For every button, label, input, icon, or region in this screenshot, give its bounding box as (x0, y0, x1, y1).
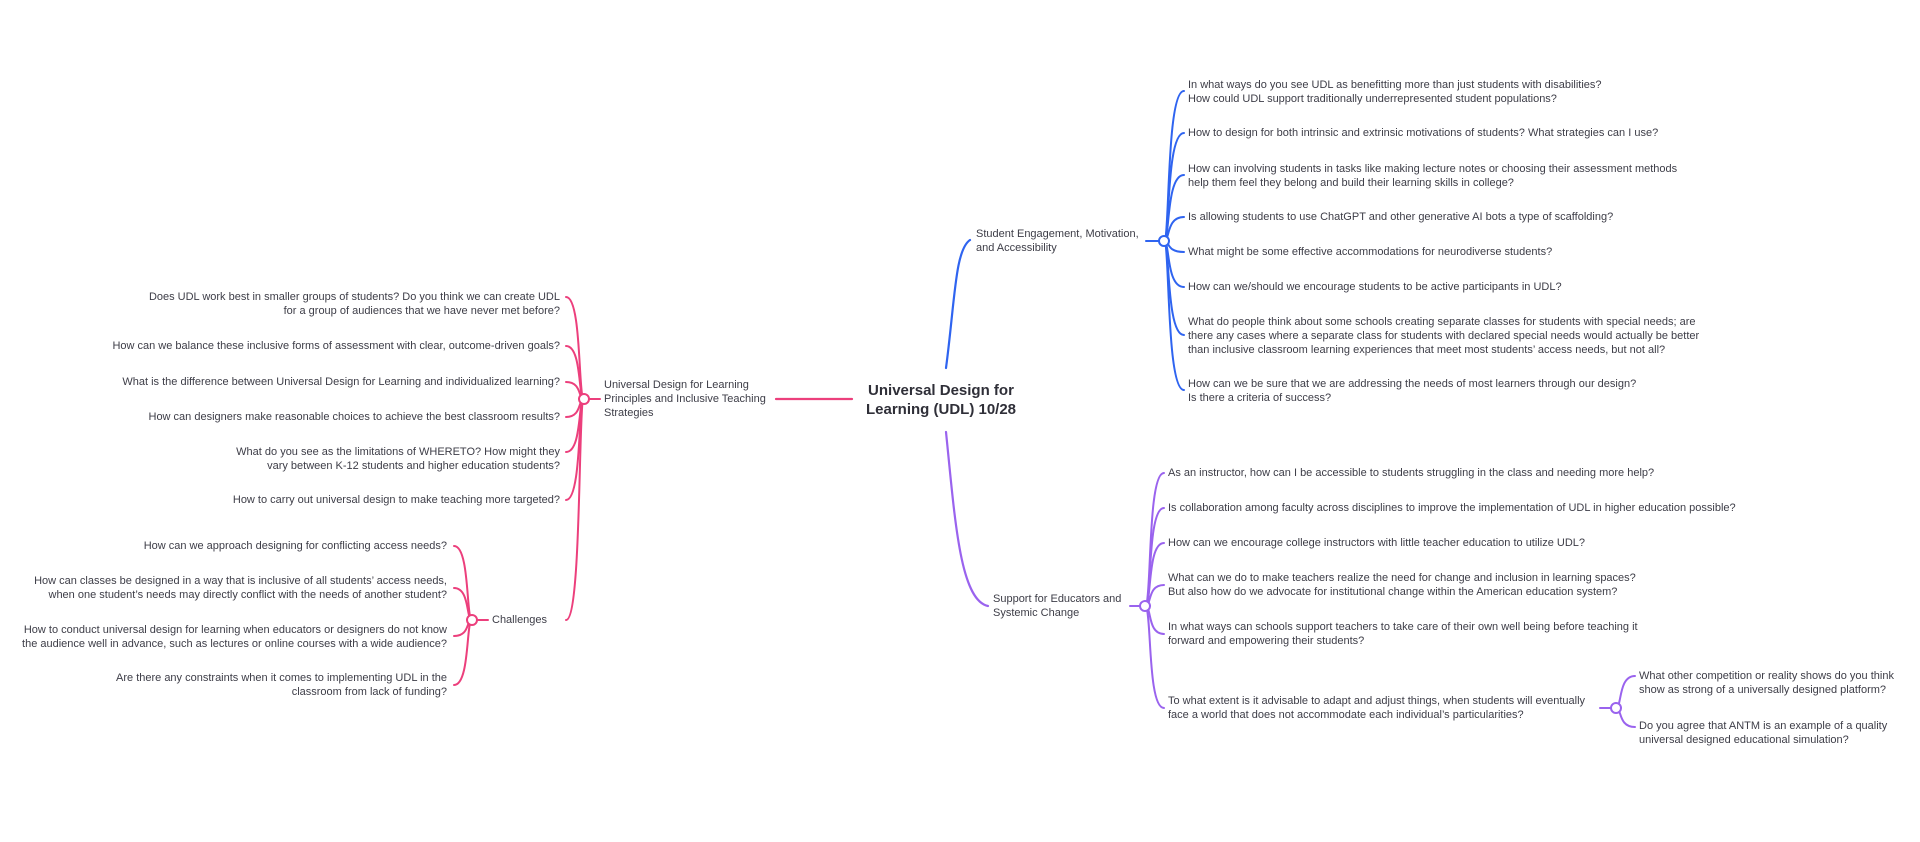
topic-line: How to design for both intrinsic and ext… (1188, 127, 1659, 139)
connector-educators-child (1144, 605, 1165, 709)
topic-student-engagement-4[interactable]: Is allowing students to use ChatGPT and … (1188, 210, 1613, 224)
topic-student-engagement-6[interactable]: How can we/should we encourage students … (1188, 280, 1562, 294)
topic-line: How can we approach designing for confli… (143, 540, 447, 552)
topic-line: But also how do we advocate for institut… (1168, 586, 1618, 598)
topic-line: How can we encourage college instructors… (1168, 537, 1585, 549)
branch-label-line: Support for Educators and (993, 593, 1122, 605)
topic-challenges-1[interactable]: How can we approach designing for confli… (144, 539, 447, 553)
topic-line: In what ways do you see UDL as benefitti… (1188, 79, 1602, 91)
topic-line: show as strong of a universally designed… (1639, 684, 1887, 696)
topic-support-educators-4[interactable]: What can we do to make teachers realize … (1168, 571, 1636, 599)
topic-challenges-3[interactable]: How to conduct universal design for lear… (22, 623, 447, 651)
connector-principles-child (565, 398, 585, 621)
branch-label-line: Principles and Inclusive Teaching (604, 393, 766, 405)
branch-label-line: Challenges (492, 614, 548, 626)
connector-engagement-child (1163, 240, 1185, 391)
topic-udl-principles-3[interactable]: What is the difference between Universal… (122, 375, 560, 389)
topic-line: What can we do to make teachers realize … (1168, 572, 1636, 584)
topic-line: How can involving students in tasks like… (1188, 163, 1678, 175)
branch-label-line: Student Engagement, Motivation, (976, 228, 1139, 240)
topic-line: for a group of audiences that we have ne… (283, 305, 560, 317)
topic-support-educators-2[interactable]: Is collaboration among faculty across di… (1168, 501, 1736, 515)
topic-line: Is collaboration among faculty across di… (1168, 502, 1736, 514)
topic-student-engagement-2[interactable]: How to design for both intrinsic and ext… (1188, 126, 1658, 140)
topic-student-engagement-7[interactable]: What do people think about some schools … (1188, 315, 1699, 357)
topic-line: How can we be sure that we are addressin… (1188, 378, 1637, 390)
topic-line: vary between K-12 students and higher ed… (267, 460, 560, 472)
branch-label-line: Strategies (604, 407, 654, 419)
topic-line: What is the difference between Universal… (122, 376, 560, 388)
topic-line: Does UDL work best in smaller groups of … (148, 291, 560, 303)
topic-support-educators-3[interactable]: How can we encourage college instructors… (1168, 536, 1585, 550)
branch-udl-principles[interactable]: Universal Design for Learning Principles… (604, 378, 766, 420)
topic-line: What other competition or reality shows … (1639, 670, 1894, 682)
topic-udl-principles-4[interactable]: How can designers make reasonable choice… (149, 410, 561, 424)
topic-line: How can we balance these inclusive forms… (112, 340, 560, 352)
topic-line: How can designers make reasonable choice… (148, 411, 561, 423)
subtopic-competition-shows[interactable]: What other competition or reality shows … (1639, 669, 1894, 697)
topic-line: face a world that does not accommodate e… (1168, 709, 1524, 721)
branch-label-line: and Accessibility (976, 242, 1057, 254)
topic-student-engagement-1[interactable]: In what ways do you see UDL as benefitti… (1188, 78, 1602, 106)
branch-student-engagement[interactable]: Student Engagement, Motivation, and Acce… (976, 227, 1139, 255)
topic-line: Is allowing students to use ChatGPT and … (1188, 211, 1614, 223)
central-topic-line: Learning (UDL) 10/28 (865, 401, 1017, 418)
central-topic[interactable]: Universal Design for Learning (UDL) 10/2… (838, 381, 1044, 419)
topic-line: Are there any constraints when it comes … (116, 672, 447, 684)
branch-support-for-educators[interactable]: Support for Educators and Systemic Chang… (993, 592, 1121, 620)
topic-line: What do people think about some schools … (1188, 316, 1696, 328)
topic-line: How can we/should we encourage students … (1188, 281, 1562, 293)
topic-line: How to conduct universal design for lear… (23, 624, 447, 636)
connector-root-engagement (944, 238, 972, 370)
topic-student-engagement-8[interactable]: How can we be sure that we are addressin… (1188, 377, 1636, 405)
topic-line: forward and empowering their students? (1168, 635, 1365, 647)
topic-support-educators-1[interactable]: As an instructor, how can I be accessibl… (1168, 466, 1654, 480)
connector-challenges-child (453, 545, 473, 621)
node-toggle-challenges[interactable] (466, 614, 478, 626)
topic-support-educators-5[interactable]: In what ways can schools support teacher… (1168, 620, 1638, 648)
branch-label-line: Universal Design for Learning (604, 379, 749, 391)
topic-line: To what extent is it advisable to adapt … (1168, 695, 1586, 707)
connector-challenges-child (453, 619, 473, 686)
central-topic-line: Universal Design for (868, 382, 1014, 399)
node-toggle-principles[interactable] (578, 393, 590, 405)
topic-line: In what ways can schools support teacher… (1168, 621, 1638, 633)
topic-line: Is there a criteria of success? (1188, 392, 1332, 404)
topic-student-engagement-3[interactable]: How can involving students in tasks like… (1188, 162, 1677, 190)
node-toggle-subtopic[interactable] (1610, 702, 1622, 714)
branch-label-line: Systemic Change (993, 607, 1080, 619)
node-toggle-educators[interactable] (1139, 600, 1151, 612)
branch-challenges[interactable]: Challenges (492, 613, 547, 627)
topic-student-engagement-5[interactable]: What might be some effective accommodati… (1188, 245, 1552, 259)
node-toggle-engagement[interactable] (1158, 235, 1170, 247)
topic-line: Do you agree that ANTM is an example of … (1639, 720, 1888, 732)
topic-line: there any cases where a separate class f… (1188, 330, 1700, 342)
subtopic-antm[interactable]: Do you agree that ANTM is an example of … (1639, 719, 1887, 747)
connector-educators-child (1144, 542, 1165, 607)
topic-line: As an instructor, how can I be accessibl… (1168, 467, 1655, 479)
topic-challenges-2[interactable]: How can classes be designed in a way tha… (34, 574, 447, 602)
topic-line: universal designed educational simulatio… (1639, 734, 1849, 746)
topic-line: the audience well in advance, such as le… (22, 638, 447, 650)
topic-line: How could UDL support traditionally unde… (1188, 93, 1557, 105)
topic-line: help them feel they belong and build the… (1188, 177, 1514, 189)
topic-udl-principles-1[interactable]: Does UDL work best in smaller groups of … (149, 290, 560, 318)
topic-udl-principles-2[interactable]: How can we balance these inclusive forms… (112, 339, 560, 353)
connector-root-educators (944, 430, 990, 608)
topic-udl-principles-5[interactable]: What do you see as the limitations of WH… (236, 445, 560, 473)
topic-line: How can classes be designed in a way tha… (34, 575, 447, 587)
topic-line: What do you see as the limitations of WH… (236, 446, 560, 458)
connector-principles-child (565, 345, 585, 400)
topic-line: What might be some effective accommodati… (1188, 246, 1553, 258)
topic-support-educators-6[interactable]: To what extent is it advisable to adapt … (1168, 694, 1585, 722)
topic-line: than inclusive classroom learning experi… (1188, 344, 1666, 356)
topic-line: when one student’s needs may directly co… (48, 589, 448, 601)
topic-udl-principles-6[interactable]: How to carry out universal design to mak… (233, 493, 560, 507)
topic-challenges-4[interactable]: Are there any constraints when it comes … (116, 671, 447, 699)
topic-line: How to carry out universal design to mak… (232, 494, 560, 506)
topic-line: classroom from lack of funding? (291, 686, 447, 698)
